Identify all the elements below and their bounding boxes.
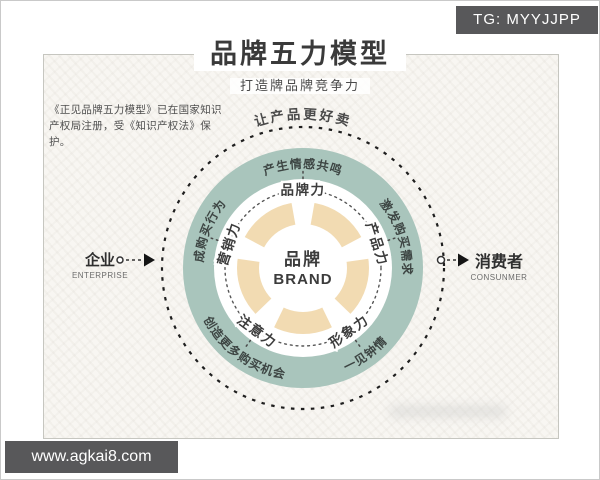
copyright-note: 《正见品牌五力模型》已在国家知识 产权局注册，受《知识产权法》保护。 <box>49 102 225 150</box>
dotted-connectors <box>209 170 397 348</box>
tg-watermark: TG: MYYJJPP <box>456 6 598 34</box>
slogan-arc: 让产品更好卖 <box>252 107 353 130</box>
arrow-right-icon <box>144 253 155 267</box>
connector-right <box>382 237 397 243</box>
circle-marker-icon <box>436 255 446 265</box>
site-watermark: www.agkai8.com <box>5 441 178 473</box>
enterprise-connector <box>116 253 155 267</box>
brand-center-zh: 品牌 <box>284 249 322 269</box>
card-title: 品牌五力模型 <box>194 37 406 71</box>
blurred-watermark <box>389 405 507 418</box>
arrow-right-icon <box>458 253 469 267</box>
outer-dashed-circle <box>160 125 446 411</box>
enterprise-label-zh: 企业 <box>84 252 115 269</box>
dotted-guide-circle <box>224 189 382 347</box>
consumer-connector <box>436 253 469 267</box>
card-subtitle: 打造牌品牌竞争力 <box>229 78 371 94</box>
enterprise-label-en: ENTERPRISE <box>71 271 129 280</box>
effect-label-resonance: 产生情感共鸣 <box>261 156 345 178</box>
force-label-brand: 品牌力 <box>281 182 326 198</box>
circle-marker-icon <box>116 256 124 264</box>
connector-left <box>209 237 224 243</box>
connector-bottom-right <box>351 335 361 348</box>
center-circle <box>259 224 347 312</box>
copyright-note-line2: 产权局注册，受《知识产权法》保护。 <box>49 120 211 148</box>
connector-bottom-left <box>245 335 255 348</box>
consumer-label-en: CONSUNMER <box>470 273 528 282</box>
consumer-label: 消费者 CONSUNMER <box>466 248 532 282</box>
brand-center-en: BRAND <box>273 271 332 288</box>
copyright-note-line1: 《正见品牌五力模型》已在国家知识 <box>49 104 222 116</box>
consumer-label-zh: 消费者 <box>474 254 523 271</box>
enterprise-label: 企业 ENTERPRISE <box>68 249 132 280</box>
